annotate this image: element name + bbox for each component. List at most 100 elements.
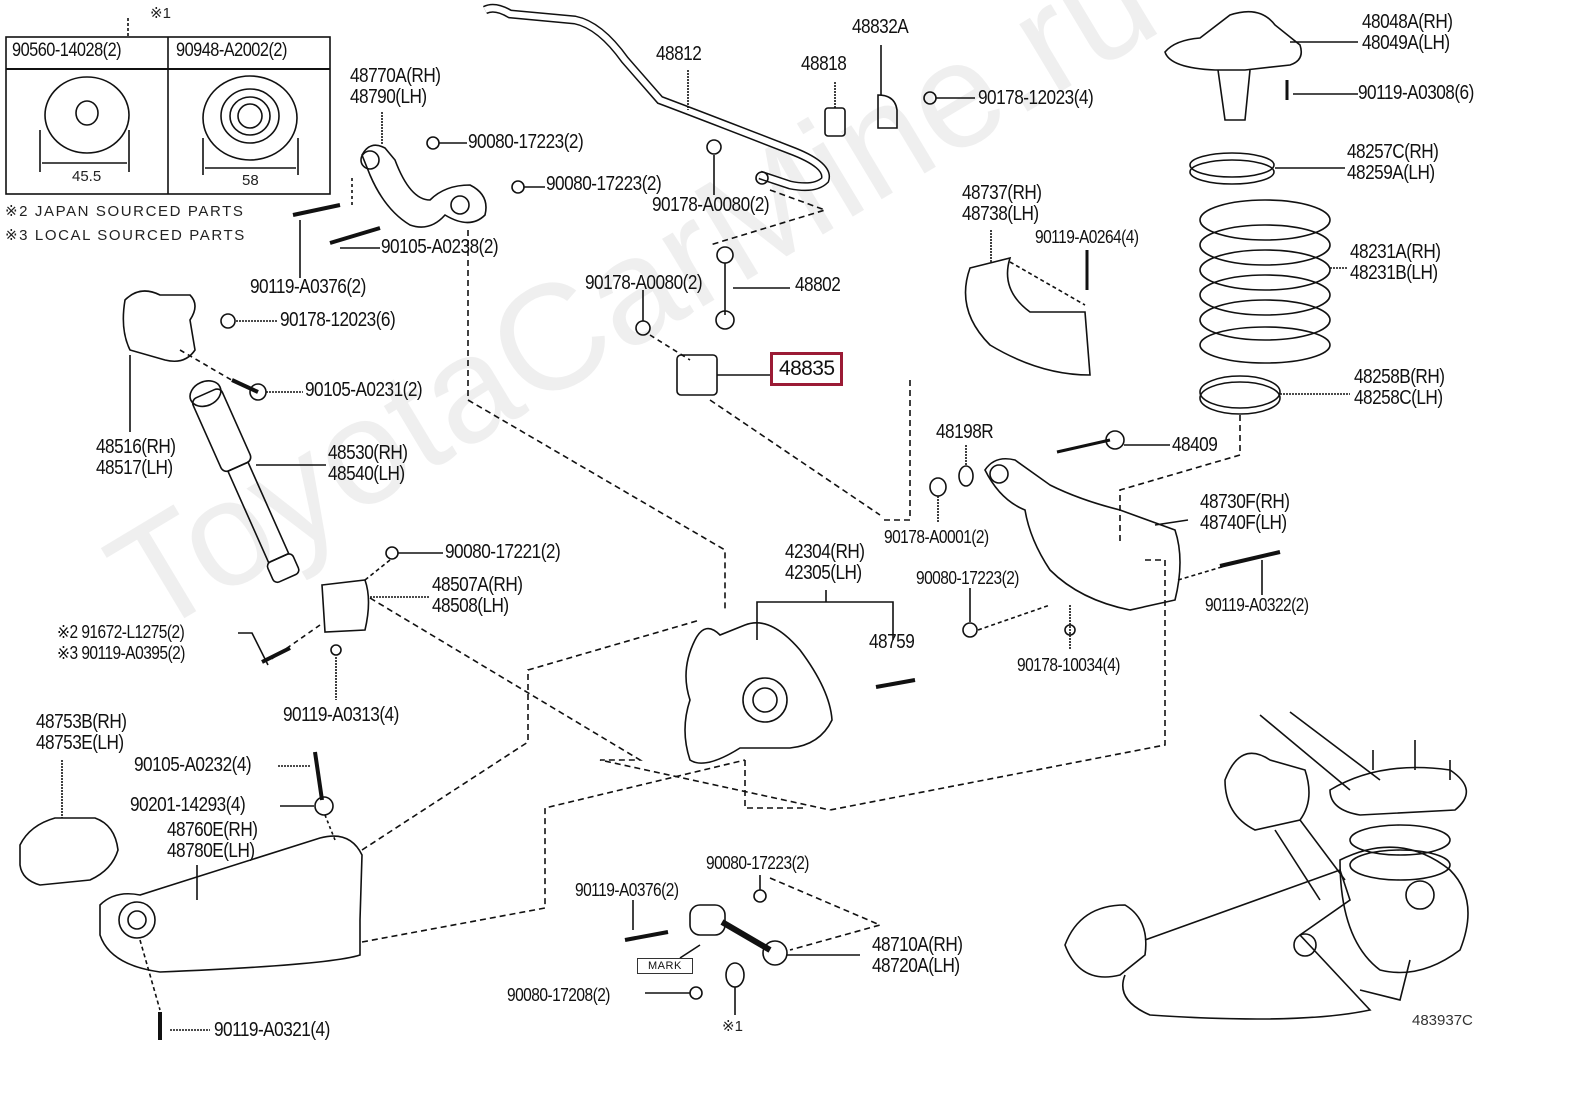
label-lh: 48738(LH) bbox=[962, 203, 1039, 225]
part-label[interactable]: 90178-A0080(2) bbox=[652, 194, 770, 216]
label-rh: 48760E(RH) bbox=[167, 819, 258, 841]
label-rh: 42304(RH) bbox=[785, 541, 865, 563]
label-rh: 48730F(RH) bbox=[1200, 491, 1290, 513]
part-label[interactable]: 90178-A0080(2) bbox=[585, 272, 703, 294]
note-japan-sourced: ※2 JAPAN SOURCED PARTS bbox=[5, 203, 245, 220]
label-rh: 48770A(RH) bbox=[350, 65, 441, 87]
label-lh: 48049A(LH) bbox=[1362, 32, 1450, 54]
label-rh: 48753B(RH) bbox=[36, 711, 127, 733]
part-label-lower-insulator[interactable]: 48258B(RH)48258C(LH) bbox=[1354, 366, 1445, 409]
part-label[interactable]: 48198R bbox=[936, 421, 994, 443]
part-label-coil-spring[interactable]: 48231A(RH)48231B(LH) bbox=[1350, 241, 1441, 284]
upper-support bbox=[1164, 10, 1303, 71]
label-rh: 48507A(RH) bbox=[432, 574, 523, 596]
part-label[interactable]: 90201-14293(4) bbox=[130, 794, 246, 816]
part-label[interactable]: 90119-A0376(2) bbox=[575, 880, 679, 900]
label-rh: 48737(RH) bbox=[962, 182, 1042, 204]
part-label-upper-insulator[interactable]: 48257C(RH)48259A(LH) bbox=[1347, 141, 1439, 184]
part-label-upper-arm[interactable]: 48770A(RH)48790(LH) bbox=[350, 65, 441, 108]
bracket-48516 bbox=[122, 290, 196, 363]
label-lh: 48231B(LH) bbox=[1350, 262, 1438, 284]
label-lh: 48259A(LH) bbox=[1347, 162, 1435, 184]
part-label[interactable]: 90119-A0264(4) bbox=[1035, 227, 1139, 247]
part-label-upper-support[interactable]: 48048A(RH)48049A(LH) bbox=[1362, 11, 1453, 54]
part-label[interactable]: ※3 90119-A0395(2) bbox=[57, 643, 185, 663]
part-label[interactable]: 90080-17223(2) bbox=[546, 173, 662, 195]
label-rh: 48258B(RH) bbox=[1354, 366, 1445, 388]
note-local-sourced: ※3 LOCAL SOURCED PARTS bbox=[5, 227, 246, 244]
part-label[interactable]: 90119-A0376(2) bbox=[250, 276, 366, 298]
part-label-guard[interactable]: 48737(RH)48738(LH) bbox=[962, 182, 1042, 225]
part-label-bracket[interactable]: 48832A bbox=[852, 16, 909, 38]
lower-arm bbox=[99, 835, 363, 973]
label-rh: 48516(RH) bbox=[96, 436, 176, 458]
dimension-label: 58 bbox=[242, 172, 259, 189]
washer-icon bbox=[44, 76, 130, 154]
label-lh: 48517(LH) bbox=[96, 457, 173, 479]
assembled-view bbox=[1064, 711, 1469, 1020]
label-lh: 48790(LH) bbox=[350, 86, 427, 108]
label-lh: 48508(LH) bbox=[432, 595, 509, 617]
part-label[interactable]: 90105-A0238(2) bbox=[381, 236, 499, 258]
part-label[interactable]: 90178-12023(4) bbox=[978, 87, 1094, 109]
lower-arm-2 bbox=[984, 457, 1181, 611]
part-label-lower-arm[interactable]: 48760E(RH)48780E(LH) bbox=[167, 819, 258, 862]
part-label[interactable]: 90178-12023(6) bbox=[280, 309, 396, 331]
label-lh: 48540(LH) bbox=[328, 463, 405, 485]
shock-absorber bbox=[189, 380, 300, 584]
part-label-shock-absorber[interactable]: 48530(RH)48540(LH) bbox=[328, 442, 408, 485]
part-label[interactable]: 90080-17223(2) bbox=[916, 568, 1019, 588]
label-lh: 48720A(LH) bbox=[872, 955, 960, 977]
part-label[interactable]: 48409 bbox=[1172, 434, 1218, 456]
highlighted-part-48835[interactable]: 48835 bbox=[770, 352, 844, 386]
upper-arm bbox=[361, 144, 487, 228]
label-rh: 48257C(RH) bbox=[1347, 141, 1439, 163]
part-label[interactable]: 90119-A0321(4) bbox=[214, 1019, 330, 1041]
part-label[interactable]: 90119-A0313(4) bbox=[283, 704, 399, 726]
inset-table-frame bbox=[5, 18, 331, 195]
lower-insulator bbox=[1199, 375, 1281, 409]
part-label[interactable]: 90178-A0001(2) bbox=[884, 527, 989, 547]
washer-icon bbox=[202, 75, 298, 161]
bracket-48507 bbox=[321, 579, 370, 633]
part-label-toe-arm[interactable]: 48710A(RH)48720A(LH) bbox=[872, 934, 963, 977]
part-label[interactable]: 90105-A0231(2) bbox=[305, 379, 423, 401]
part-label-bushing[interactable]: 48818 bbox=[801, 53, 847, 75]
part-label[interactable]: 90119-A0308(6) bbox=[1358, 82, 1474, 104]
part-label-bracket[interactable]: 48507A(RH)48508(LH) bbox=[432, 574, 523, 617]
note-marker-1: ※1 bbox=[150, 5, 171, 22]
part-label-90560-14028[interactable]: 90560-14028(2) bbox=[12, 40, 122, 61]
part-label[interactable]: 90080-17223(2) bbox=[468, 131, 584, 153]
label-lh: 48780E(LH) bbox=[167, 840, 255, 862]
part-label-cover[interactable]: 48753B(RH)48753E(LH) bbox=[36, 711, 127, 754]
label-lh: 42305(LH) bbox=[785, 562, 862, 584]
part-label[interactable]: 90080-17221(2) bbox=[445, 541, 561, 563]
part-label-bracket[interactable]: 48516(RH)48517(LH) bbox=[96, 436, 176, 479]
upper-insulator bbox=[1189, 152, 1275, 178]
part-label[interactable]: 90080-17223(2) bbox=[706, 853, 809, 873]
label-rh: 48231A(RH) bbox=[1350, 241, 1441, 263]
label-rh: 48530(RH) bbox=[328, 442, 408, 464]
part-label[interactable]: 90080-17208(2) bbox=[507, 985, 610, 1005]
label-lh: 48258C(LH) bbox=[1354, 387, 1443, 409]
part-label-stabilizer-link[interactable]: 48802 bbox=[795, 274, 841, 296]
part-label-lower-arm-2[interactable]: 48730F(RH)48740F(LH) bbox=[1200, 491, 1290, 534]
label-rh: 48048A(RH) bbox=[1362, 11, 1453, 33]
part-label[interactable]: 48759 bbox=[869, 631, 915, 653]
label-rh: 48710A(RH) bbox=[872, 934, 963, 956]
note-marker-1: ※1 bbox=[722, 1018, 743, 1035]
part-label[interactable]: 90105-A0232(4) bbox=[134, 754, 252, 776]
part-label-knuckle[interactable]: 42304(RH)42305(LH) bbox=[785, 541, 865, 584]
coil-spring bbox=[1199, 199, 1331, 364]
diagram-code: 483937C bbox=[1412, 1012, 1473, 1029]
knuckle bbox=[684, 621, 833, 764]
guard bbox=[964, 256, 1091, 376]
cover-48753 bbox=[19, 817, 119, 886]
part-label[interactable]: 90178-10034(4) bbox=[1017, 655, 1120, 675]
part-label[interactable]: 90119-A0322(2) bbox=[1205, 595, 1309, 615]
part-label-90948-A2002[interactable]: 90948-A2002(2) bbox=[176, 40, 287, 61]
part-label[interactable]: ※2 91672-L1275(2) bbox=[57, 622, 185, 642]
part-label-stabilizer-bar[interactable]: 48812 bbox=[656, 43, 702, 65]
